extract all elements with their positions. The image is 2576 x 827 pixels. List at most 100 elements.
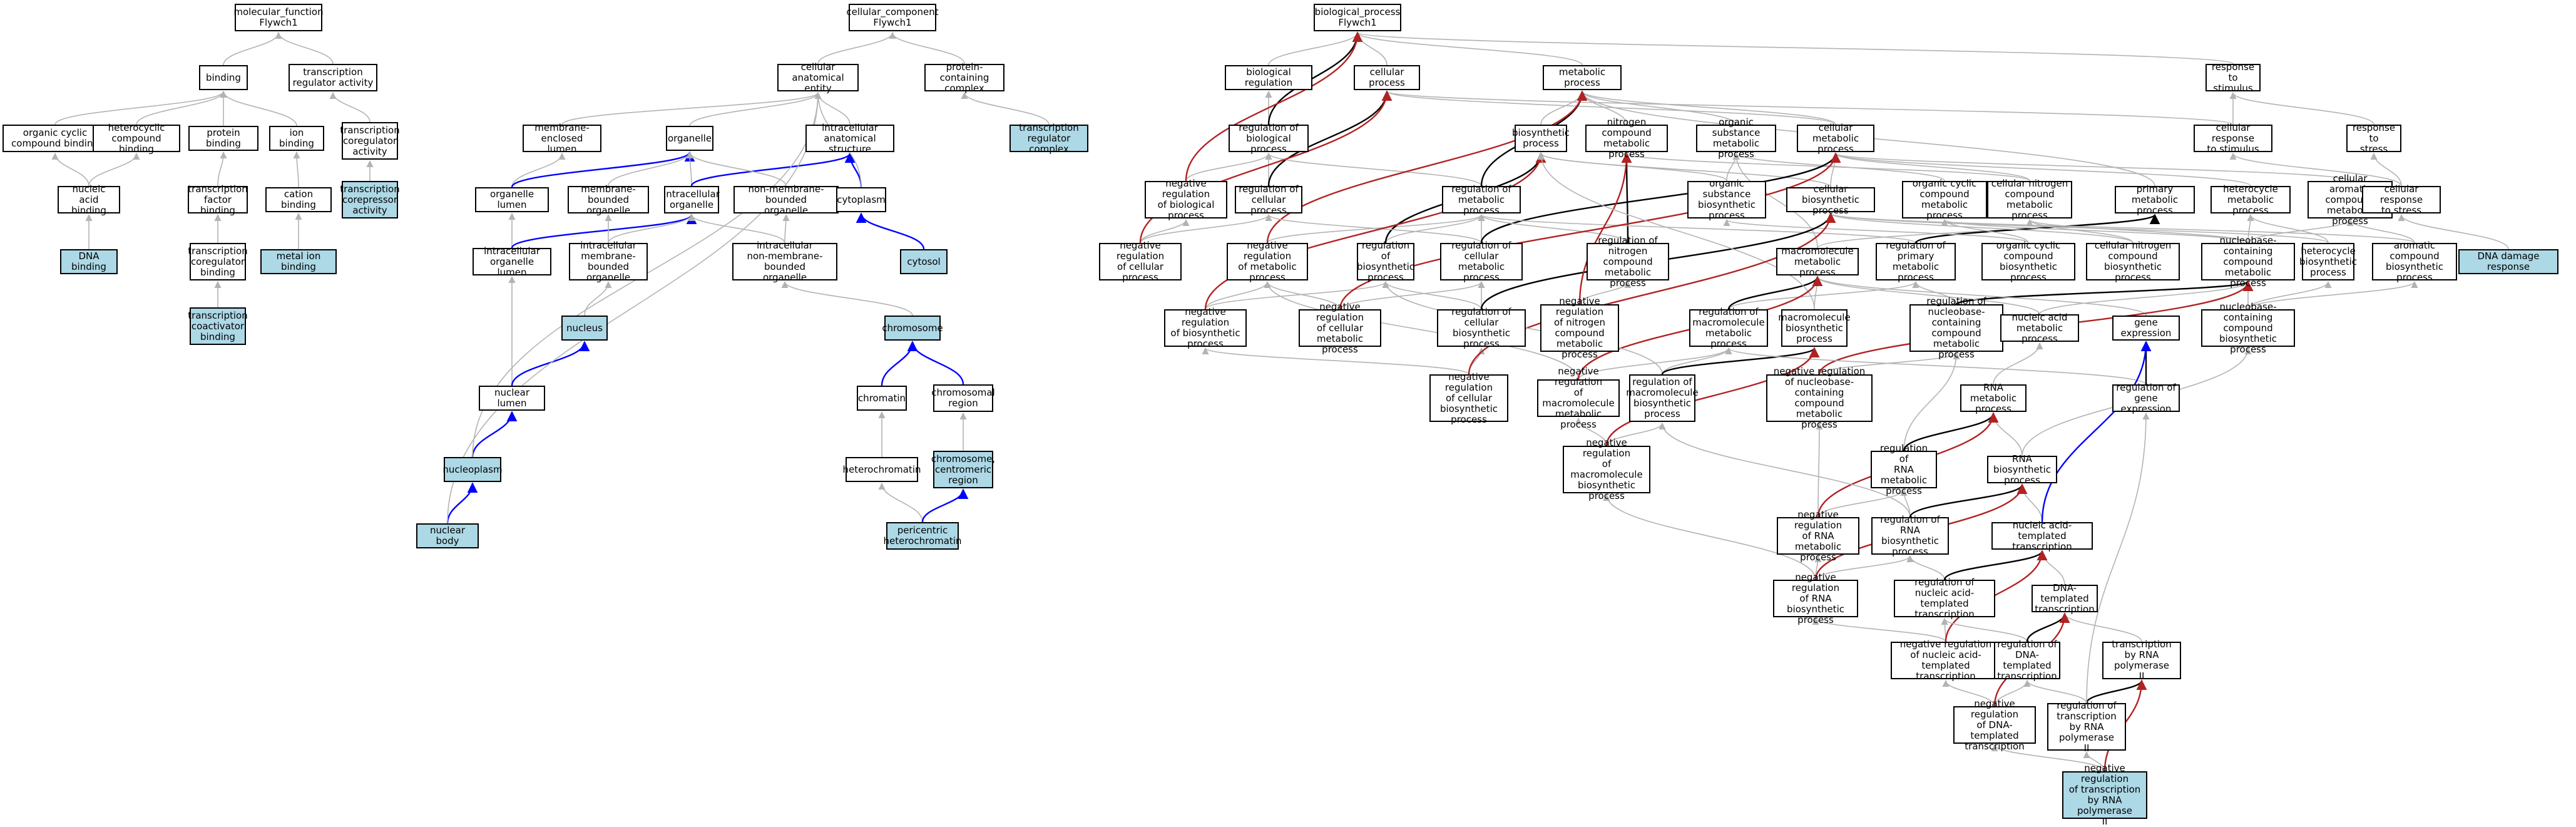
term-node-occbp[interactable]: organic cyclic compound biosynthetic pro… [1981,240,2075,283]
term-node-rmmp[interactable]: regulation of macromolecule metabolic pr… [1689,307,1768,349]
term-node-chromosome[interactable]: chromosome [882,316,943,341]
term-node-osbp[interactable]: organic substance biosynthetic process [1687,178,1766,221]
term-node-dnab[interactable]: DNA binding [60,249,118,274]
term-node-tfb[interactable]: transcription factor binding [188,183,248,216]
term-node-nrcp[interactable]: negative regulation of cellular process [1099,240,1182,283]
term-node-rnamp[interactable]: RNA metabolic process [1960,382,2027,414]
term-node-chrreg[interactable]: chromosomal region [931,384,995,412]
term-node-mbo[interactable]: membrane-bounded organelle [568,183,649,215]
term-node-rge[interactable]: regulation of gene expression [2112,382,2180,414]
term-node-nrbsp[interactable]: negative regulation of biosynthetic proc… [1164,307,1247,349]
term-node-imbo[interactable]: intracellular membrane-bounded organelle [569,240,648,283]
term-node-trp2[interactable]: transcription by RNA polymerase II [2102,639,2181,682]
term-node-ge[interactable]: gene expression [2112,316,2180,341]
term-node-rcbp[interactable]: regulation of cellular biosynthetic proc… [1437,307,1526,349]
term-node-nrrnamp[interactable]: negative regulation of RNA metabolic pro… [1777,509,1859,562]
term-node-cncmp[interactable]: cellular nitrogen compound metabolic pro… [1987,178,2072,221]
term-node-tra[interactable]: transcription regulator activity [289,64,377,91]
term-node-breg[interactable]: biological regulation [1225,65,1312,90]
term-node-nrbp[interactable]: negative regulation of biological proces… [1145,178,1227,221]
term-node-nbcbp[interactable]: nucleobase-containing compound biosynthe… [2201,301,2295,354]
term-node-pb[interactable]: protein binding [188,126,258,151]
term-node-rtstress[interactable]: response to stress [2346,122,2401,154]
term-node-tca[interactable]: transcription coregulator activity [340,122,400,160]
term-node-crs[interactable]: cellular response to stimulus [2194,122,2272,154]
term-node-cncbp[interactable]: cellular nitrogen compound biosynthetic … [2086,240,2180,283]
term-node-tcra[interactable]: transcription corepressor activity [340,181,400,218]
term-node-nrnatt[interactable]: negative regulation of nucleic acid-temp… [1891,639,2001,682]
term-node-nab[interactable]: nucleic acid binding [58,183,120,215]
term-node-nmbo[interactable]: non-membrane-bounded organelle [733,183,839,215]
term-node-rtrp2[interactable]: regulation of transcription by RNA polym… [2047,700,2126,753]
term-node-cmp[interactable]: cellular metabolic process [1797,122,1874,154]
term-node-pmp[interactable]: primary metabolic process [2115,183,2195,215]
term-node-io[interactable]: intracellular organelle [663,186,720,213]
term-node-rnbcmp[interactable]: regulation of nucleobase-containing comp… [1909,296,2003,360]
term-node-cyto[interactable]: cytoplasm [836,187,886,212]
term-node-rrnamp[interactable]: regulation of RNA metabolic process [1871,443,1937,496]
term-node-mp[interactable]: metabolic process [1543,65,1622,90]
term-node-nrrnabp[interactable]: negative regulation of RNA biosynthetic … [1773,572,1858,625]
term-node-rnatt[interactable]: regulation of nucleic acid-templated tra… [1894,577,1995,620]
term-node-ias[interactable]: intracellular anatomical structure [805,122,894,154]
term-node-mf[interactable]: molecular_function Flywch1 [233,4,324,31]
term-node-nl[interactable]: nuclear lumen [479,386,545,411]
term-node-cytosol[interactable]: cytosol [900,249,948,274]
term-node-ddr[interactable]: DNA damage response [2458,249,2558,274]
term-node-nrmp[interactable]: negative regulation of metabolic process [1227,240,1308,283]
term-node-pcc[interactable]: protein-containing complex [924,61,1004,93]
term-node-mbp[interactable]: macromolecule biosynthetic process [1778,309,1851,347]
term-node-mmp[interactable]: macromolecule metabolic process [1776,245,1859,277]
term-node-osmp[interactable]: organic substance metabolic process [1696,117,1776,160]
term-node-rbp[interactable]: regulation of biological process [1229,122,1309,154]
term-node-rnabp[interactable]: RNA biosynthetic process [1987,453,2057,485]
term-node-hetchr[interactable]: heterochromatin [843,457,921,482]
term-node-ncmp[interactable]: nitrogen compound metabolic process [1585,117,1668,160]
term-node-rncmp[interactable]: regulation of nitrogen compound metaboli… [1587,235,1669,288]
term-node-namp[interactable]: nucleic acid metabolic process [2000,312,2079,344]
term-node-cae[interactable]: cellular anatomical entity [777,61,859,93]
term-node-binding[interactable]: binding [199,65,248,90]
term-node-nrmbp[interactable]: negative regulation of macromolecule bio… [1563,438,1650,501]
term-node-cbp[interactable]: cellular biosynthetic process [1786,183,1875,215]
term-node-cp[interactable]: cellular process [1354,65,1420,90]
term-node-hcb[interactable]: heterocyclic compound binding [93,122,180,154]
term-node-crstress[interactable]: cellular response to stress [2362,183,2441,215]
term-node-occb[interactable]: organic cyclic compound binding [3,125,108,152]
term-node-nbcmp[interactable]: nucleobase-containing compound metabolic… [2201,235,2295,288]
term-node-nucleoplasm[interactable]: nucleoplasm [442,457,503,482]
term-node-phc[interactable]: pericentric heterochromatin [884,522,962,550]
term-node-rts[interactable]: response to stimulus [2205,61,2261,93]
term-node-chromatin[interactable]: chromatin [857,386,907,411]
term-node-iol[interactable]: intracellular organelle lumen [473,245,551,277]
term-node-nrmmp[interactable]: negative regulation of macromolecule met… [1537,366,1620,430]
term-node-nrdtt[interactable]: negative regulation of DNA-templated tra… [1953,698,2036,751]
term-node-org[interactable]: organelle [666,126,713,151]
term-node-nrnbcmp[interactable]: negative regulation of nucleobase-contai… [1766,366,1873,430]
term-node-cc[interactable]: cellular_component Flywch1 [846,4,939,31]
term-node-rcp[interactable]: regulation of cellular process [1235,183,1302,215]
term-node-catb[interactable]: cation binding [265,187,332,212]
term-node-nrcbp[interactable]: negative regulation of cellular biosynth… [1429,371,1508,424]
term-node-nrcmp[interactable]: negative regulation of cellular metaboli… [1299,301,1381,354]
term-node-rbsp[interactable]: regulation of biosynthetic process [1357,240,1414,283]
term-node-inmbo[interactable]: intracellular non-membrane-bounded organ… [732,240,837,283]
term-node-ol[interactable]: organelle lumen [475,187,549,212]
term-node-bp[interactable]: biological_process Flywch1 [1314,4,1401,31]
term-node-tcb[interactable]: transcription coregulator binding [188,243,248,280]
term-node-mel[interactable]: membrane-enclosed lumen [523,122,601,154]
term-node-ionb[interactable]: ion binding [269,126,324,151]
term-node-tcab[interactable]: transcription coactivator binding [188,307,248,345]
term-node-occmp[interactable]: organic cyclic compound metabolic proces… [1902,178,1987,221]
term-node-natt[interactable]: nucleic acid-templated transcription [1991,520,2093,552]
term-node-rmp[interactable]: regulation of metabolic process [1442,183,1521,215]
term-node-rmbp[interactable]: regulation of macromolecule biosynthetic… [1626,374,1699,422]
term-node-nrtrp2[interactable]: negative regulation of transcription by … [2062,763,2147,827]
term-node-rrnabp[interactable]: regulation of RNA biosynthetic process [1871,515,1949,557]
term-node-nb[interactable]: nuclear body [416,523,479,548]
term-node-nucleus[interactable]: nucleus [561,316,608,341]
term-node-rcmp[interactable]: regulation of cellular metabolic process [1440,240,1523,283]
term-node-bsp[interactable]: biosynthetic process [1512,125,1570,152]
term-node-acbp[interactable]: aromatic compound biosynthetic process [2372,240,2457,283]
term-node-nrncmp[interactable]: negative regulation of nitrogen compound… [1540,296,1619,360]
